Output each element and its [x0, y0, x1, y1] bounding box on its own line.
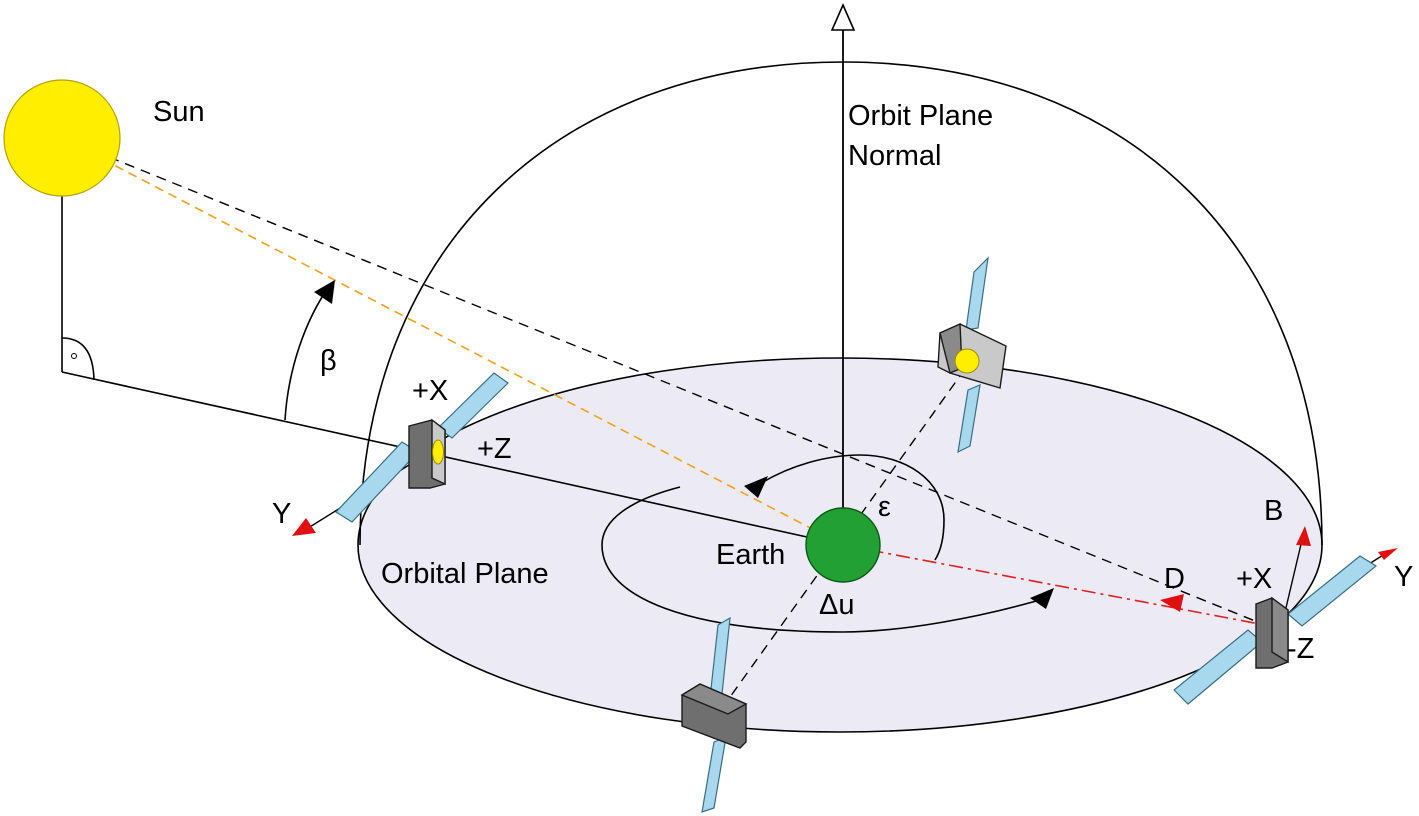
sun-label: Sun	[153, 96, 205, 128]
epsilon-arrowhead	[744, 476, 768, 498]
right-angle-marker	[61, 337, 95, 381]
d-vector-arrowhead	[1160, 594, 1184, 612]
solar-panel-left-upper	[437, 372, 509, 439]
sun-to-satellite-dashed-line	[61, 137, 1266, 626]
satellite-body-right-side	[1271, 596, 1289, 664]
satellite-body-bottom-top	[680, 683, 748, 715]
satellite-bottom	[680, 616, 748, 813]
orbital-plane-label: Orbital Plane	[381, 558, 549, 590]
beta-angle-arc	[284, 284, 331, 421]
epsilon-arc	[754, 454, 945, 561]
satellite-top	[937, 256, 1007, 454]
solar-panel-bottom-lower	[701, 736, 727, 813]
y-right-label: Y	[1394, 561, 1413, 593]
satellite-right	[1160, 526, 1398, 705]
solar-panel-right-upper	[1287, 555, 1378, 627]
satellite-left	[292, 372, 509, 536]
epsilon-label: ε	[878, 491, 891, 523]
delta-u-arc	[601, 486, 1051, 633]
sun-ray-line	[61, 137, 844, 546]
y-axis-right-arrowhead	[1378, 548, 1398, 560]
solar-panel-top-lower	[957, 384, 981, 454]
plus-x-right-label: +X	[1236, 563, 1272, 595]
b-label: B	[1264, 495, 1283, 527]
y-axis-left-arrowhead	[292, 518, 316, 536]
sun-sensor-left	[432, 439, 444, 465]
delta-u-arrowhead	[1030, 588, 1054, 609]
d-direction-line	[842, 544, 1266, 626]
y-left-label: Y	[272, 498, 291, 530]
plus-z-left-label: +Z	[477, 433, 512, 465]
right-angle-dot	[71, 353, 77, 359]
sun	[3, 79, 121, 197]
sun-projection-line	[61, 371, 844, 546]
solar-panel-top-upper	[965, 256, 989, 331]
sun-sensor-top	[954, 348, 980, 374]
orbit-plane-normal-label-line2: Normal	[848, 140, 941, 172]
minus-z-right-label: -Z	[1287, 633, 1314, 665]
earth	[805, 507, 881, 583]
earth-label: Earth	[716, 539, 785, 571]
d-label: D	[1164, 563, 1185, 595]
plus-x-left-label: +X	[412, 375, 448, 407]
b-vector	[1284, 539, 1303, 613]
orbit-plane-normal-arrowhead	[830, 3, 856, 31]
delta-u-label: Δu	[819, 589, 855, 621]
orbit-plane-normal-label-line1: Orbit Plane	[848, 100, 993, 132]
beta-arrowhead	[314, 280, 335, 304]
b-vector-arrowhead	[1296, 526, 1311, 546]
beta-label: β	[320, 345, 337, 377]
